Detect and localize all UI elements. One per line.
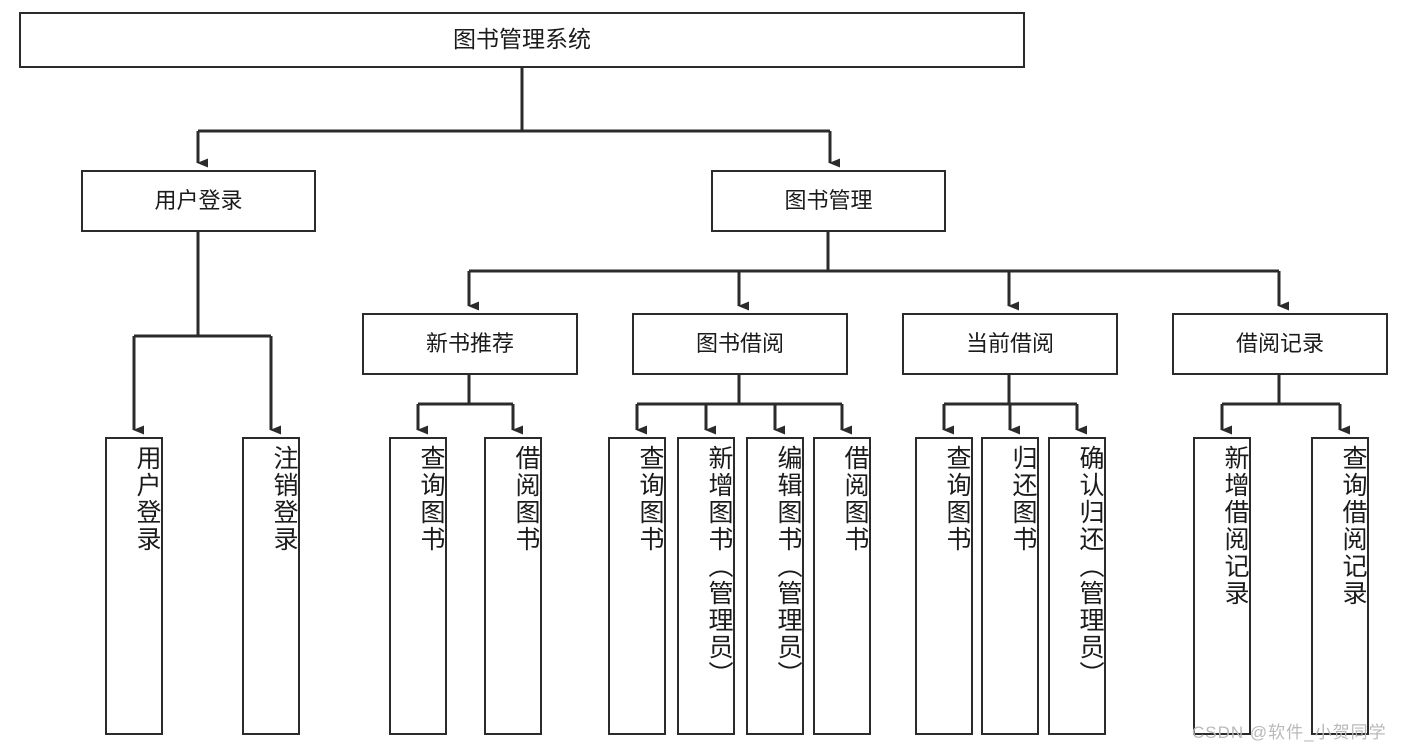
- node-label: 新增借阅记录: [1221, 445, 1249, 607]
- leaf-borrow-book-recommend[interactable]: 借阅图书: [484, 437, 542, 735]
- leaf-add-book-admin[interactable]: 新增图书（管理员）: [677, 437, 735, 735]
- node-label: 借阅图书: [841, 445, 869, 553]
- node-book-borrow[interactable]: 图书借阅: [632, 313, 848, 375]
- leaf-user-login[interactable]: 用户登录: [105, 437, 163, 735]
- node-label: 注销登录: [270, 445, 298, 553]
- node-label: 新书推荐: [425, 330, 514, 356]
- node-label: 图书借阅: [695, 330, 784, 356]
- node-label: 归还图书: [1009, 445, 1037, 553]
- node-label: 新增图书（管理员）: [705, 445, 733, 688]
- node-label: 确认归还（管理员）: [1076, 445, 1104, 688]
- leaf-query-book-borrow[interactable]: 查询图书: [608, 437, 666, 735]
- node-label: 查询图书: [417, 445, 445, 553]
- leaf-confirm-return-admin[interactable]: 确认归还（管理员）: [1048, 437, 1106, 735]
- node-label: 查询借阅记录: [1339, 445, 1367, 607]
- watermark: CSDN @软件_小贺同学: [1192, 723, 1387, 742]
- leaf-query-book-current[interactable]: 查询图书: [915, 437, 973, 735]
- node-new-book-recommend[interactable]: 新书推荐: [362, 313, 578, 375]
- node-user-login[interactable]: 用户登录: [81, 170, 316, 232]
- node-borrow-record[interactable]: 借阅记录: [1172, 313, 1388, 375]
- leaf-query-borrow-record[interactable]: 查询借阅记录: [1311, 437, 1369, 735]
- node-label: 查询图书: [943, 445, 971, 553]
- leaf-borrow-book[interactable]: 借阅图书: [813, 437, 871, 735]
- node-label: 图书管理: [784, 187, 873, 213]
- node-label: 借阅图书: [512, 445, 540, 553]
- node-label: 用户登录: [154, 187, 243, 213]
- leaf-edit-book-admin[interactable]: 编辑图书（管理员）: [746, 437, 804, 735]
- leaf-logout[interactable]: 注销登录: [242, 437, 300, 735]
- node-label: 用户登录: [133, 445, 161, 553]
- node-label: 编辑图书（管理员）: [774, 445, 802, 688]
- leaf-add-borrow-record[interactable]: 新增借阅记录: [1193, 437, 1251, 735]
- node-current-borrow[interactable]: 当前借阅: [902, 313, 1118, 375]
- leaf-return-book[interactable]: 归还图书: [981, 437, 1039, 735]
- node-label: 借阅记录: [1235, 330, 1324, 356]
- leaf-query-book-recommend[interactable]: 查询图书: [389, 437, 447, 735]
- node-label: 图书管理系统: [453, 26, 591, 53]
- node-label: 当前借阅: [965, 330, 1054, 356]
- node-label: 查询图书: [636, 445, 664, 553]
- node-book-management[interactable]: 图书管理: [711, 170, 946, 232]
- node-root-system[interactable]: 图书管理系统: [19, 12, 1025, 68]
